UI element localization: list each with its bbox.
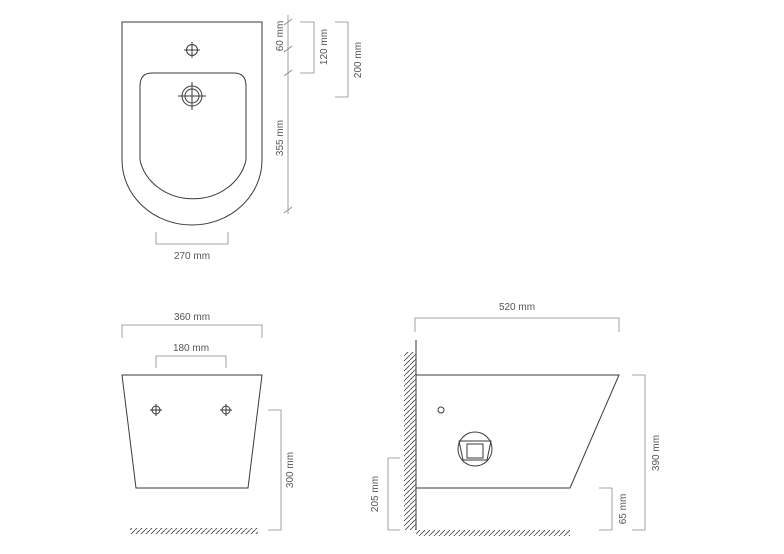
- bowl-outline: [139, 72, 247, 200]
- wall-hatch: [404, 352, 416, 530]
- dim-120-label: 120 mm: [319, 29, 330, 65]
- side-view: 520 mm 390 mm 65 mm 205 mm: [370, 302, 662, 536]
- tap-hole-side-icon: [437, 406, 445, 414]
- front-view: 360 mm 180 mm 300 mm: [121, 312, 296, 534]
- floor-hatch-side: [416, 530, 570, 536]
- tap-hole-icon: [184, 42, 200, 58]
- inlet-height-label: 205 mm: [370, 476, 381, 512]
- side-height-label: 390 mm: [651, 435, 662, 471]
- top-view: 60 mm 355 mm 120 mm 200 mm 270 mm: [121, 15, 364, 262]
- front-width-label: 360 mm: [174, 312, 210, 323]
- drain-icon: [178, 82, 206, 110]
- floor-hatch: [130, 528, 258, 534]
- top-width-label: 270 mm: [174, 251, 210, 262]
- side-depth-label: 520 mm: [499, 302, 535, 313]
- bidet-outline-front: [121, 374, 263, 489]
- bidet-outline-side: [416, 374, 620, 489]
- bidet-outline-top: [121, 21, 263, 226]
- floor-gap-label: 65 mm: [618, 494, 629, 525]
- front-height-label: 300 mm: [285, 452, 296, 488]
- dim-355-label: 355 mm: [275, 120, 286, 156]
- dim-60-label: 60 mm: [275, 21, 286, 52]
- dim-200-label: 200 mm: [353, 42, 364, 78]
- waste-outlet-icon: [457, 431, 493, 467]
- tap-hole-right-icon: [220, 404, 232, 416]
- tap-hole-left-icon: [150, 404, 162, 416]
- holes-distance-label: 180 mm: [173, 343, 209, 354]
